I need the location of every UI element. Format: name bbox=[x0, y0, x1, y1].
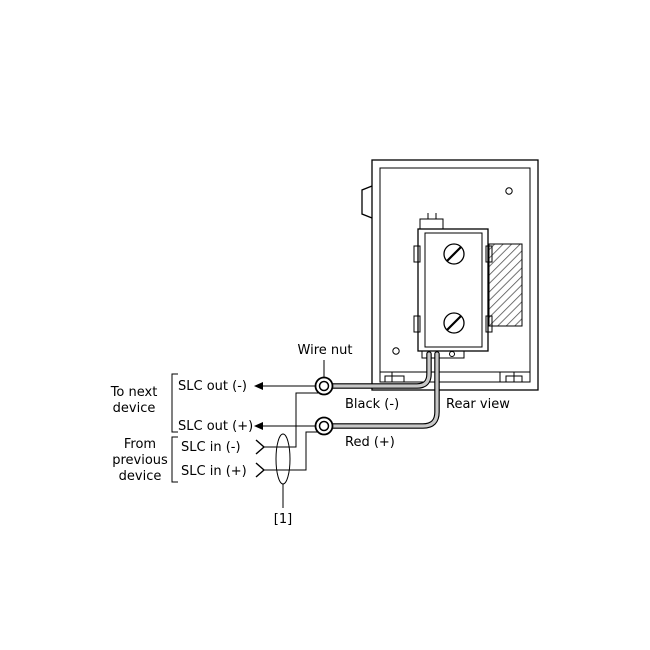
screw-top-slot bbox=[446, 246, 462, 262]
slc-out-pos-arrow bbox=[254, 422, 263, 430]
rear-view-label: Rear view bbox=[446, 397, 510, 412]
screw-top-icon bbox=[443, 243, 465, 265]
black-wire-outline bbox=[330, 351, 432, 389]
screw-bottom-icon bbox=[443, 312, 465, 334]
hatched-component bbox=[488, 243, 523, 327]
slc-in-neg-terminal bbox=[255, 439, 266, 455]
slc-wiring bbox=[254, 382, 318, 508]
slc-in-neg-label: SLC in (-) bbox=[181, 440, 241, 455]
black-wire-label: Black (-) bbox=[345, 397, 399, 412]
slc-out-neg-arrow bbox=[254, 382, 263, 390]
from-previous-device-label-3: device bbox=[119, 469, 162, 484]
housing-foot-left bbox=[379, 371, 393, 382]
wire-exit-rivet bbox=[449, 351, 455, 357]
device-housing bbox=[361, 159, 539, 391]
red-wire-label: Red (+) bbox=[345, 435, 395, 450]
wire-nut-bottom bbox=[314, 416, 334, 436]
housing-hole-bottom bbox=[392, 347, 400, 355]
to-next-device-label-1: To next bbox=[110, 385, 158, 400]
clip-right-bottom bbox=[485, 315, 493, 333]
housing-foot-right-inner bbox=[505, 375, 523, 382]
wire-exit-bracket bbox=[421, 350, 465, 359]
clip-right-top bbox=[485, 245, 493, 263]
from-previous-device-label-1: From bbox=[124, 437, 156, 452]
housing-side-tab bbox=[361, 185, 373, 219]
slc-in-neg-line bbox=[264, 392, 318, 448]
clip-left-top bbox=[413, 245, 421, 263]
housing-foot-left-inner bbox=[384, 375, 405, 382]
callout-ellipse bbox=[275, 433, 291, 485]
wire-nut-top bbox=[314, 376, 334, 396]
device-wires bbox=[330, 351, 440, 429]
terminal-block-inner bbox=[424, 232, 483, 348]
housing-inner bbox=[379, 167, 531, 383]
red-wire-fill bbox=[331, 352, 439, 428]
from-previous-device-label-2: previous bbox=[112, 453, 168, 468]
wire-nut-label: Wire nut bbox=[298, 343, 353, 358]
bracket-from-previous-device bbox=[171, 436, 178, 483]
terminal-block bbox=[413, 213, 493, 359]
screw-bottom-slot bbox=[446, 315, 462, 331]
housing-foot-right bbox=[499, 371, 515, 382]
slc-in-pos-label: SLC in (+) bbox=[181, 464, 247, 479]
to-next-device-label-2: device bbox=[113, 401, 156, 416]
housing-outer bbox=[371, 159, 539, 391]
callout-1-label: [1] bbox=[274, 512, 292, 527]
black-wire-fill bbox=[331, 352, 431, 388]
slc-in-pos-line bbox=[264, 431, 318, 471]
slc-out-neg-label: SLC out (-) bbox=[178, 379, 247, 394]
housing-hole-top bbox=[505, 187, 513, 195]
slc-in-pos-terminal bbox=[255, 462, 266, 478]
slc-out-pos-label: SLC out (+) bbox=[178, 419, 253, 434]
top-connector bbox=[419, 218, 444, 229]
bracket-to-next-device bbox=[171, 373, 178, 433]
clip-left-bottom bbox=[413, 315, 421, 333]
